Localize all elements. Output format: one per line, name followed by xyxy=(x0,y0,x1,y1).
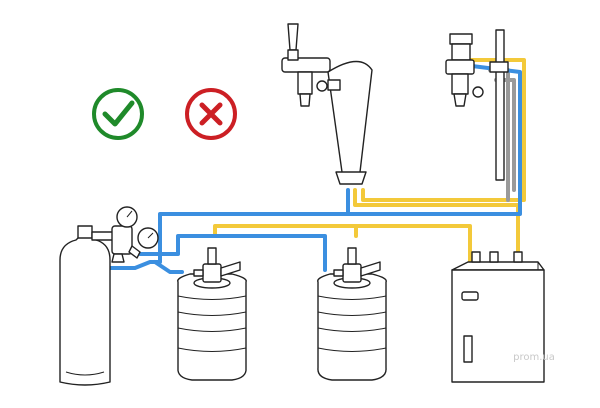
tap-tower xyxy=(281,23,373,185)
beer-lines xyxy=(213,58,526,264)
watermark: prom.ua xyxy=(513,352,555,363)
beer-cooler xyxy=(451,251,545,383)
check-circle-icon xyxy=(92,88,144,140)
tap-column xyxy=(445,29,509,181)
x-circle-icon xyxy=(185,88,237,140)
co2-cylinder xyxy=(59,225,111,386)
keg-1 xyxy=(177,247,247,381)
gas-regulator xyxy=(91,206,159,263)
keg-2 xyxy=(317,247,387,381)
